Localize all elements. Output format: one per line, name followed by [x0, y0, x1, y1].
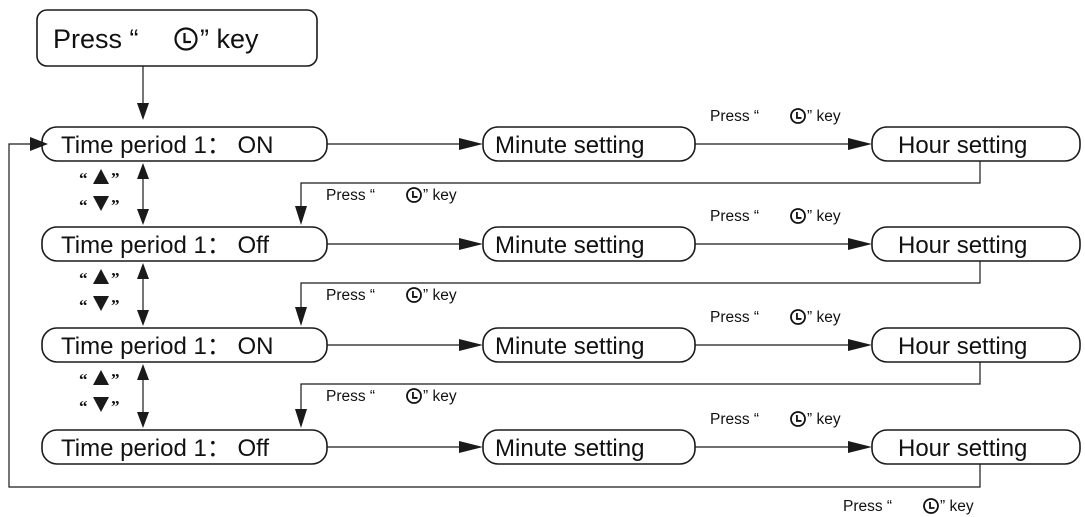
clock-icon [790, 411, 806, 427]
svg-text:Press “: Press “ [326, 388, 375, 405]
down-triangle-icon [93, 397, 109, 412]
clock-icon [406, 187, 422, 203]
svg-text:“: “ [79, 169, 88, 188]
down-arrowhead [137, 310, 149, 326]
svg-text:” key: ” key [807, 411, 841, 428]
svg-text:Press “: Press “ [843, 498, 892, 515]
loop-back-arrowhead [30, 137, 48, 151]
svg-text:“: “ [79, 196, 88, 215]
press-key-label: Press “ ” key [710, 108, 841, 125]
clock-icon [923, 498, 939, 514]
press-key-label: Press “ ” key [326, 287, 457, 304]
hour-label: Hour setting [898, 232, 1027, 259]
svg-text:”: ” [111, 370, 120, 389]
down-arrowhead [137, 412, 149, 428]
clock-icon [406, 287, 422, 303]
period-label: Time period 1： Off [61, 232, 269, 259]
hour-label: Hour setting [898, 132, 1027, 159]
next-row-arrowhead [295, 307, 307, 326]
next-row-connector [300, 362, 981, 412]
svg-text:“: “ [79, 296, 88, 315]
next-row-arrowhead [295, 206, 307, 225]
row-4: Time period 1： Off Minute setting Hour set… [41, 429, 1081, 465]
period-to-minute-arrow-head [459, 138, 483, 150]
svg-text:” key: ” key [423, 287, 457, 304]
down-triangle-icon [93, 296, 109, 311]
period-to-minute-arrow-head [459, 238, 483, 250]
hour-label: Hour setting [898, 333, 1027, 360]
start-label-suffix: ” key [200, 24, 259, 54]
up-down-key-label: “ ” “ ” [79, 269, 120, 315]
row-1: Time period 1： ON Minute setting Hour sett… [41, 126, 1081, 162]
next-row-connector [300, 261, 981, 310]
svg-text:“: “ [79, 269, 88, 288]
down-arrowhead [137, 209, 149, 225]
start-node: Press “ ” key [36, 9, 318, 67]
hour-label: Hour setting [898, 435, 1027, 462]
svg-text:”: ” [111, 196, 120, 215]
minute-label: Minute setting [495, 435, 644, 462]
loop-back-line [8, 143, 981, 488]
row-2: Time period 1： Off Minute setting Hour set… [41, 226, 1081, 262]
svg-text:”: ” [111, 397, 120, 416]
svg-text:Press “: Press “ [710, 208, 759, 225]
svg-text:” key: ” key [940, 498, 974, 515]
svg-text:“: “ [79, 397, 88, 416]
svg-text:Press “: Press “ [326, 287, 375, 304]
up-triangle-icon [93, 370, 109, 385]
down-triangle-icon [93, 196, 109, 211]
clock-icon [790, 309, 806, 325]
start-box [36, 9, 318, 67]
svg-text:Press “: Press “ [710, 411, 759, 428]
press-key-label: Press “ ” key [326, 187, 457, 204]
up-down-key-label: “ ” “ ” [79, 169, 120, 215]
next-row-arrowhead [295, 409, 307, 428]
minute-to-hour-arrow-head [848, 441, 872, 453]
svg-text:” key: ” key [423, 388, 457, 405]
start-arrowhead [137, 103, 149, 120]
up-down-key-label: “ ” “ ” [79, 370, 120, 416]
svg-text:Press “: Press “ [710, 309, 759, 326]
row-3: Time period 1： ON Minute setting Hour sett… [41, 327, 1081, 363]
svg-text:“: “ [79, 370, 88, 389]
svg-text:”: ” [111, 269, 120, 288]
svg-text:”: ” [111, 296, 120, 315]
svg-text:Press “: Press “ [710, 108, 759, 125]
period-label: Time period 1： ON [61, 333, 274, 360]
clock-icon [790, 208, 806, 224]
svg-text:” key: ” key [807, 208, 841, 225]
press-key-label: Press “ ” key [710, 309, 841, 326]
clock-icon [406, 388, 422, 404]
up-arrowhead [137, 263, 149, 279]
up-triangle-icon [93, 169, 109, 184]
minute-to-hour-arrow-head [848, 339, 872, 351]
next-row-connector [300, 161, 981, 209]
period-to-minute-arrow-head [459, 339, 483, 351]
minute-to-hour-arrow-head [848, 138, 872, 150]
press-key-label: Press “ ” key [326, 388, 457, 405]
start-label-prefix: Press “ [53, 24, 139, 54]
press-key-label-bottom: Press “ ” key [843, 498, 974, 515]
clock-icon [790, 108, 806, 124]
up-arrowhead [137, 163, 149, 179]
press-key-label: Press “ ” key [710, 208, 841, 225]
up-triangle-icon [93, 269, 109, 284]
svg-text:” key: ” key [807, 309, 841, 326]
svg-text:Press “: Press “ [326, 187, 375, 204]
period-label: Time period 1： ON [61, 132, 274, 159]
minute-label: Minute setting [495, 333, 644, 360]
press-key-label: Press “ ” key [710, 411, 841, 428]
period-label: Time period 1： Off [61, 435, 269, 462]
period-to-minute-arrow-head [459, 441, 483, 453]
minute-to-hour-arrow-head [848, 238, 872, 250]
clock-icon [174, 27, 198, 51]
svg-text:” key: ” key [423, 187, 457, 204]
minute-label: Minute setting [495, 232, 644, 259]
up-arrowhead [137, 364, 149, 380]
svg-text:”: ” [111, 169, 120, 188]
minute-label: Minute setting [495, 132, 644, 159]
svg-text:” key: ” key [807, 108, 841, 125]
